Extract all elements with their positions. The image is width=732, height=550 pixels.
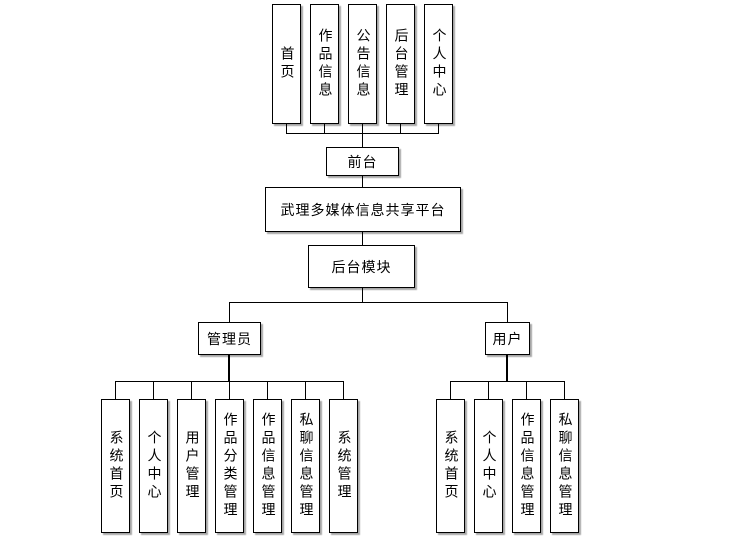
connector xyxy=(488,381,489,399)
connector xyxy=(450,381,451,399)
module-label: 后台管理 xyxy=(392,28,409,100)
module-label: 作品信息 xyxy=(316,28,333,100)
user-private-msg-mgmt: 私聊信息管理 xyxy=(550,399,579,533)
connector xyxy=(564,381,565,399)
node-label: 私聊信息管理 xyxy=(297,412,314,520)
connector xyxy=(343,381,344,399)
connector xyxy=(362,124,363,134)
connector xyxy=(229,302,230,323)
node-label: 系统首页 xyxy=(107,430,124,502)
admin-personal-center: 个人中心 xyxy=(139,399,168,533)
node-label: 系统首页 xyxy=(442,430,459,502)
node-label: 个人中心 xyxy=(480,430,497,502)
user-system-home: 系统首页 xyxy=(436,399,465,533)
node-label: 作品信息管理 xyxy=(518,412,535,520)
connector xyxy=(153,381,154,399)
connector xyxy=(438,124,439,134)
connector xyxy=(305,381,306,399)
module-home: 首页 xyxy=(272,4,301,124)
connector xyxy=(507,302,508,323)
connector xyxy=(362,176,363,187)
connector xyxy=(400,124,401,134)
user-personal-center: 个人中心 xyxy=(474,399,503,533)
connector xyxy=(450,381,565,382)
admin-system-mgmt: 系统管理 xyxy=(329,399,358,533)
module-announcements: 公告信息 xyxy=(348,4,377,124)
module-label: 首页 xyxy=(278,46,295,82)
connector xyxy=(286,124,287,134)
backend-module-node: 后台模块 xyxy=(308,245,415,288)
module-backend-mgmt: 后台管理 xyxy=(386,4,415,124)
admin-category-mgmt: 作品分类管理 xyxy=(215,399,244,533)
admin-system-home: 系统首页 xyxy=(101,399,130,533)
connector xyxy=(362,288,363,302)
connector xyxy=(229,381,230,399)
connector xyxy=(229,302,508,303)
front-label: 前台 xyxy=(347,154,378,171)
platform-label: 武理多媒体信息共享平台 xyxy=(280,202,446,219)
connector xyxy=(228,355,230,382)
module-works-info: 作品信息 xyxy=(310,4,339,124)
admin-label: 管理员 xyxy=(207,331,252,348)
node-label: 用户管理 xyxy=(183,430,200,502)
connector xyxy=(506,355,508,382)
user-label: 用户 xyxy=(492,331,523,348)
admin-node: 管理员 xyxy=(198,322,261,355)
node-label: 作品信息管理 xyxy=(259,412,276,520)
front-end-node: 前台 xyxy=(326,147,399,176)
backend-module-label: 后台模块 xyxy=(331,259,392,276)
module-label: 公告信息 xyxy=(354,28,371,100)
user-works-mgmt: 作品信息管理 xyxy=(512,399,541,533)
platform-node: 武理多媒体信息共享平台 xyxy=(265,187,461,232)
node-label: 系统管理 xyxy=(335,430,352,502)
admin-user-mgmt: 用户管理 xyxy=(177,399,206,533)
admin-works-mgmt: 作品信息管理 xyxy=(253,399,282,533)
connector xyxy=(191,381,192,399)
node-label: 作品分类管理 xyxy=(221,412,238,520)
connector xyxy=(267,381,268,399)
node-label: 私聊信息管理 xyxy=(556,412,573,520)
module-personal-center: 个人中心 xyxy=(424,4,453,124)
connector xyxy=(362,133,363,148)
connector xyxy=(115,381,116,399)
module-label: 个人中心 xyxy=(430,28,447,100)
node-label: 个人中心 xyxy=(145,430,162,502)
connector xyxy=(526,381,527,399)
connector xyxy=(324,124,325,134)
connector xyxy=(362,232,363,245)
admin-private-msg-mgmt: 私聊信息管理 xyxy=(291,399,320,533)
user-node: 用户 xyxy=(485,322,530,355)
